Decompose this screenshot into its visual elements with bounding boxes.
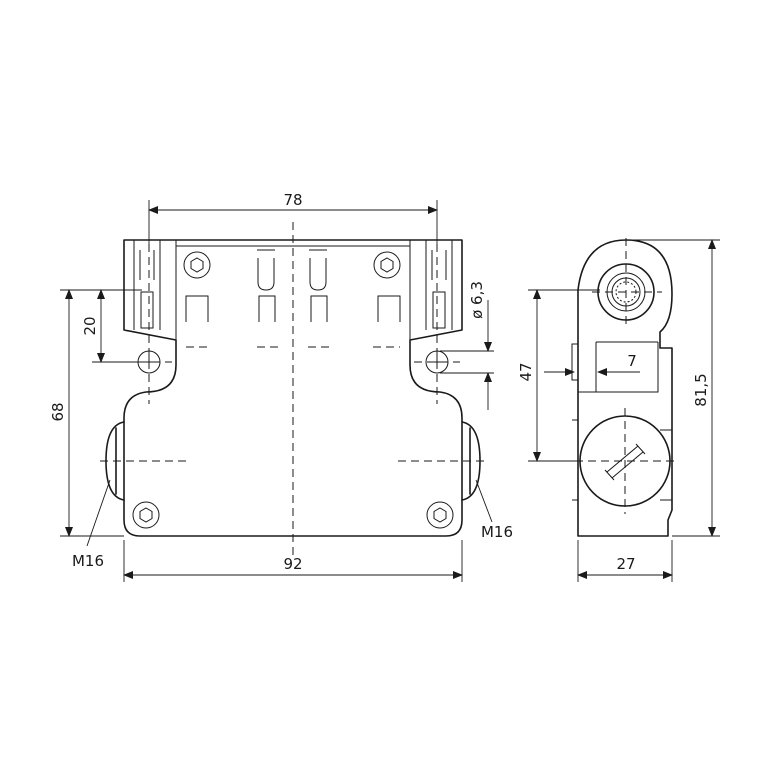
dim-92-label: 92: [283, 555, 302, 573]
dim-78: 78: [148, 191, 438, 244]
side-body-outline: [577, 239, 673, 537]
dim-hole-dia-label: ø 6,3: [468, 281, 486, 319]
screw-top-right-icon: [373, 251, 401, 279]
screw-top-left-icon: [183, 251, 211, 279]
dim-27: 27: [577, 540, 673, 582]
dim-7-label: 7: [627, 352, 637, 370]
front-body-outline: [123, 239, 463, 537]
dim-68-label: 68: [49, 402, 67, 421]
thread-right-callout: M16: [475, 479, 513, 541]
dim-20-label: 20: [81, 316, 99, 335]
dim-81-5-label: 81,5: [692, 373, 710, 406]
dim-27-label: 27: [616, 555, 635, 573]
front-view: [100, 222, 488, 556]
dim-20: 20: [81, 289, 140, 363]
screw-bottom-left-icon: [132, 501, 160, 529]
dim-68: 68: [49, 289, 142, 537]
dim-47-label: 47: [517, 362, 535, 381]
thread-right-label: M16: [481, 523, 513, 541]
front-top-plate: [123, 240, 411, 340]
dim-78-label: 78: [283, 191, 302, 209]
side-view: [571, 238, 678, 537]
dim-hole-dia: ø 6,3: [440, 281, 494, 410]
dim-81-5: 81,5: [630, 239, 720, 537]
dim-7: 7: [544, 352, 640, 376]
dim-47: 47: [517, 289, 600, 462]
thread-left-callout: M16: [72, 479, 111, 570]
thread-left-label: M16: [72, 552, 104, 570]
dim-92: 92: [123, 540, 463, 582]
screw-bottom-right-icon: [426, 501, 454, 529]
